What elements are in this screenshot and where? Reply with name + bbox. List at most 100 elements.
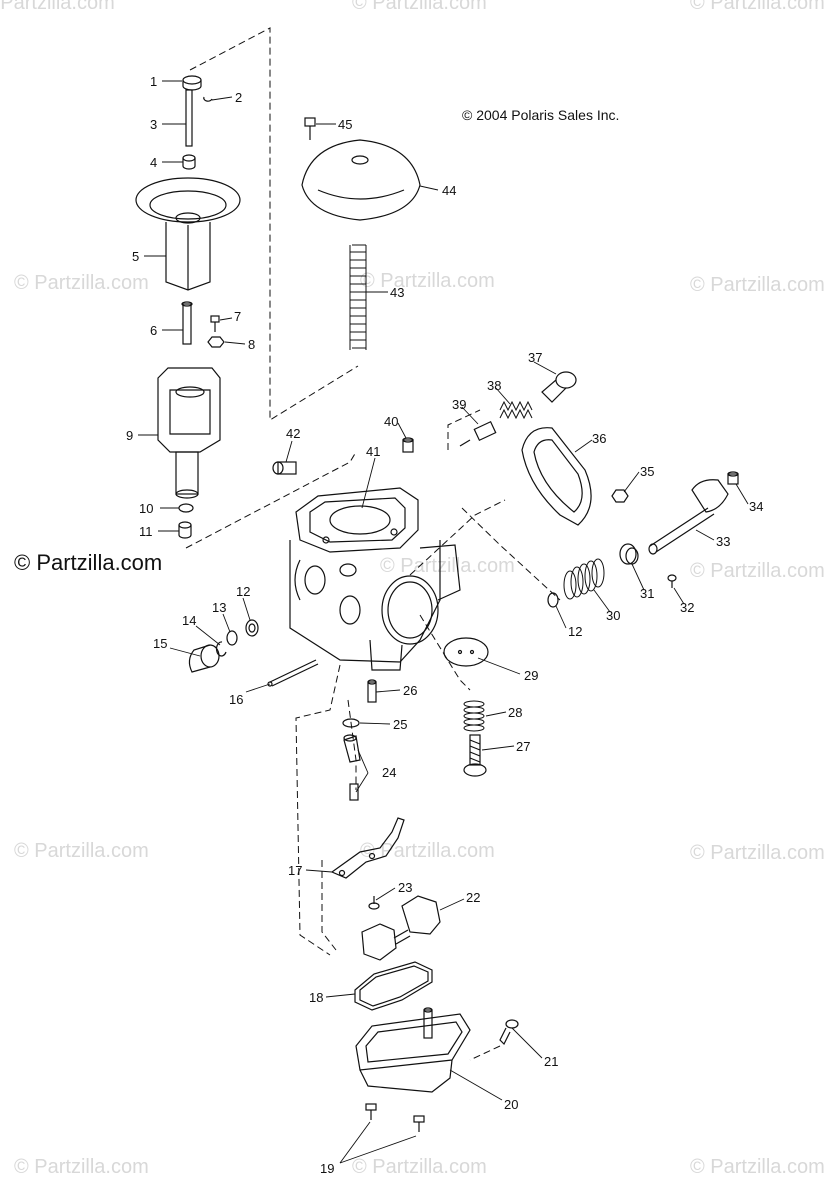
part-32-screw [667,574,677,588]
part-3-needle [185,89,193,147]
callout-15: 15 [153,636,167,651]
callout-38: 38 [487,378,501,393]
callout-labels: 1 2 3 4 5 6 7 8 9 10 11 12 13 14 15 16 1… [126,74,763,1176]
callout-39: 39 [452,397,466,412]
callout-43: 43 [390,285,404,300]
callout-44: 44 [442,183,456,198]
part-23-screw [368,896,380,910]
part-18-gasket-inner [359,965,429,1007]
callout-12: 12 [236,584,250,599]
callout-16: 16 [229,692,243,707]
watermark: © Partzilla.com [690,560,825,582]
watermark: © Partzilla.com [352,0,487,14]
part-37-cap [541,371,577,403]
part-22-float [361,895,441,961]
part-39-needle [459,420,497,447]
part-9-slide-assembly [157,367,221,499]
callout-2: 2 [235,90,242,105]
callout-31: 31 [640,586,654,601]
part-30-spring [563,558,605,600]
part-35-screw [611,489,629,503]
part-14-clip [215,641,227,657]
callout-28: 28 [508,705,522,720]
watermark: © Partzilla.com [690,1156,825,1178]
watermark: © Partzilla.com [14,840,149,862]
copyright-notice: © 2004 Polaris Sales Inc. [462,107,620,123]
watermark: © Partzilla.com [0,0,115,14]
part-28-spring [463,700,485,732]
callout-40: 40 [384,414,398,429]
callout-12-right: 12 [568,624,582,639]
callout-21: 21 [544,1054,558,1069]
watermark: © Partzilla.com [690,0,825,14]
callout-1: 1 [150,74,157,89]
callout-42: 42 [286,426,300,441]
partzilla-watermark-bold: © Partzilla.com [14,550,163,575]
part-7-screw [210,315,220,332]
callout-11: 11 [139,524,153,539]
callout-35: 35 [640,464,654,479]
part-43-spring [349,244,367,350]
guide-lines [185,27,561,1061]
part-31-bushing [619,543,639,565]
part-26-jet [367,679,377,703]
part-34-screw [727,471,739,485]
callout-45: 45 [338,117,352,132]
watermark: © Partzilla.com [690,274,825,296]
callout-23: 23 [398,880,412,895]
part-44-cover [301,139,421,221]
part-24-jet [343,734,361,801]
part-45-screw [304,117,316,140]
callout-27: 27 [516,739,530,754]
watermark: © Partzilla.com [14,1156,149,1178]
part-4-spacer [182,154,196,170]
part-10-washer [178,503,194,513]
callout-5: 5 [132,249,139,264]
part-16-pin [267,659,319,687]
callout-6: 6 [150,323,157,338]
callout-37: 37 [528,350,542,365]
part-15-cap [188,644,220,673]
part-13-oring [226,630,238,646]
callout-22: 22 [466,890,480,905]
callout-8: 8 [248,337,255,352]
callout-19: 19 [320,1161,334,1176]
callout-4: 4 [150,155,157,170]
callout-14: 14 [182,613,196,628]
callout-36: 36 [592,431,606,446]
callout-34: 34 [749,499,763,514]
part-40-plug [402,437,414,453]
callout-24: 24 [382,765,396,780]
part-42-fitting [272,461,297,475]
part-19-screws [365,1103,425,1132]
part-25-oring [342,718,360,728]
watermark: © Partzilla.com [360,270,495,292]
callout-7: 7 [234,309,241,324]
callout-26: 26 [403,683,417,698]
part-36-gasket [521,427,592,526]
part-11-seat [178,521,192,539]
part-27-screw [463,734,487,777]
part-21-screw [499,1019,519,1046]
watermark: © Partzilla.com [690,842,825,864]
part-8-nut [207,336,225,348]
callout-41: 41 [366,444,380,459]
callout-3: 3 [150,117,157,132]
part-38-spring [499,400,533,420]
callout-29: 29 [524,668,538,683]
part-5-diaphragm-piston [135,177,241,291]
callout-33: 33 [716,534,730,549]
callout-13: 13 [212,600,226,615]
callout-18: 18 [309,990,323,1005]
part-17-bracket [330,817,405,879]
callout-10: 10 [139,501,153,516]
callout-25: 25 [393,717,407,732]
part-2-clip [203,96,213,102]
part-12-seal-right [547,592,559,608]
callout-30: 30 [606,608,620,623]
part-33-throttle-shaft [648,479,729,555]
part-41-carburetor-body [289,487,461,671]
callout-9: 9 [126,428,133,443]
part-6-pin [181,301,193,345]
